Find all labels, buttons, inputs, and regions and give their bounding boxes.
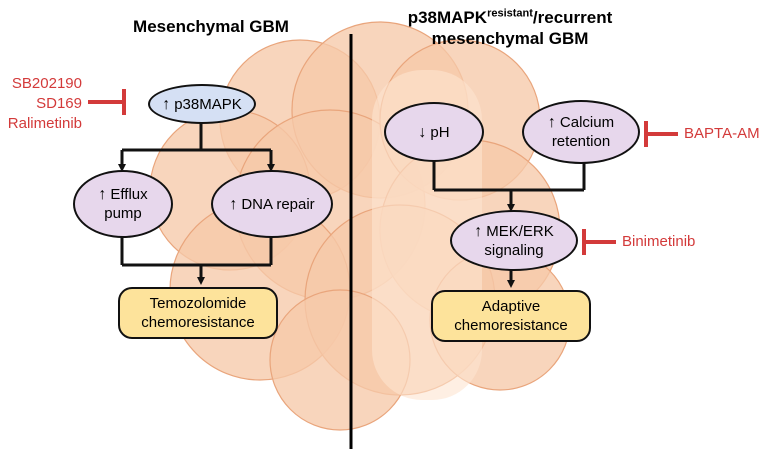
efflux-label-line2: pump: [104, 205, 142, 222]
p38-inhibitor-list: SB202190 SD169 Ralimetinib: [0, 74, 82, 134]
adaptive-chemoresistance-box: Adaptive chemoresistance: [431, 290, 591, 342]
inhibition-bar-icon: [582, 229, 616, 255]
outcome-left-line2: chemoresistance: [141, 314, 255, 331]
inhibitor-ralimetinib: Ralimetinib: [7, 115, 82, 132]
mek-erk-signaling-node: MEK/ERK signaling: [450, 210, 578, 271]
dna-repair-node: DNA repair: [211, 170, 333, 238]
left-panel-title: Mesenchymal GBM: [133, 17, 289, 36]
left-connectors: [118, 122, 275, 285]
calcium-retention-node: Calcium retention: [522, 100, 640, 164]
p38mapk-node: p38MAPK: [148, 84, 256, 124]
inhibition-bar-icon: [644, 121, 678, 147]
right-connectors: [432, 160, 586, 288]
up-arrow-icon: [548, 113, 560, 132]
inhibition-bar-icon: [88, 89, 126, 115]
temozolomide-chemoresistance-box: Temozolomide chemoresistance: [118, 287, 278, 339]
efflux-label-line1: Efflux: [110, 186, 148, 203]
right-title-line2: mesenchymal GBM: [431, 29, 589, 48]
right-panel-title: p38MAPKresistant/recurrent mesenchymal G…: [380, 7, 640, 49]
down-arrow-icon: [418, 123, 430, 142]
outcome-right-line1: Adaptive: [481, 298, 541, 315]
calcium-label-line2: retention: [551, 133, 611, 150]
right-title-suffix: /recurrent: [532, 8, 613, 27]
ph-label: pH: [430, 123, 450, 141]
up-arrow-icon: [229, 195, 241, 214]
inhibitor-bapta-am: BAPTA-AM: [684, 125, 760, 142]
inhibitor-sd169: SD169: [36, 95, 82, 112]
ph-node: pH: [384, 102, 484, 162]
mek-label-line1: MEK/ERK: [486, 222, 554, 240]
inhibitor-binimetinib: Binimetinib: [622, 233, 696, 250]
p38mapk-label: p38MAPK: [174, 95, 242, 113]
up-arrow-icon: [162, 95, 174, 114]
right-title-superscript: resistant: [487, 7, 533, 20]
mek-label-line2: signaling: [484, 241, 544, 259]
dna-repair-label: DNA repair: [241, 195, 315, 213]
inhibitor-sb202190: SB202190: [11, 75, 82, 92]
outcome-right-line2: chemoresistance: [454, 317, 568, 334]
up-arrow-icon: [98, 185, 110, 204]
up-arrow-icon: [474, 222, 486, 241]
outcome-left-line1: Temozolomide: [149, 295, 247, 312]
efflux-pump-node: Efflux pump: [73, 170, 173, 238]
right-title-prefix: p38MAPK: [407, 8, 488, 27]
calcium-label-line1: Calcium: [559, 114, 615, 131]
